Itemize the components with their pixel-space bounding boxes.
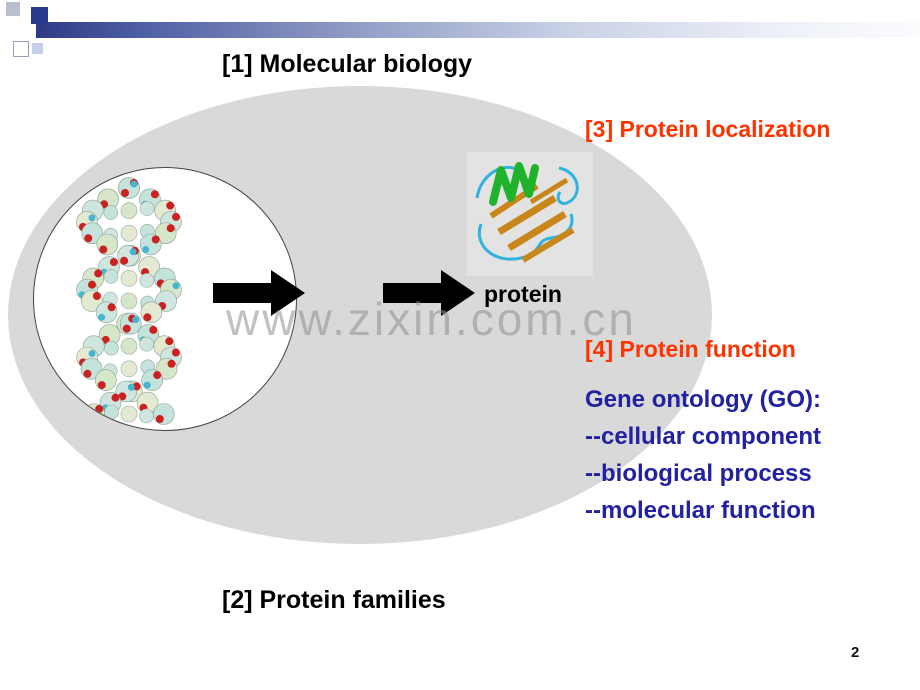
- label-protein-localization: [3] Protein localization: [585, 116, 831, 142]
- protein-structure-image: [467, 152, 593, 276]
- go-item-molecular: --molecular function: [585, 497, 816, 524]
- arrow-shaft: [383, 283, 441, 303]
- right-arrow-icon: [213, 270, 305, 316]
- gene-ontology-block: Gene ontology (GO): --cellular component…: [585, 381, 821, 529]
- arrow-head: [271, 270, 305, 316]
- go-item-biological: --biological process: [585, 460, 812, 487]
- label-protein-function: [4] Protein function: [585, 336, 796, 362]
- header-gradient-bar: [36, 22, 920, 38]
- header-square-outline: [13, 41, 29, 57]
- go-item-cellular: --cellular component: [585, 423, 822, 450]
- dna-double-helix-icon: [76, 177, 182, 425]
- header-square-lightblue: [32, 43, 43, 54]
- arrow-shaft: [213, 283, 271, 303]
- page-number: 2: [851, 644, 860, 661]
- protein-label: protein: [484, 281, 562, 307]
- header-square-navy: [31, 7, 48, 24]
- title-molecular-biology: [1] Molecular biology: [222, 50, 473, 78]
- gene-ontology-heading: Gene ontology (GO):: [585, 386, 821, 413]
- header-square-silver: [6, 2, 20, 16]
- protein-ribbon-icon: [467, 152, 593, 276]
- title-protein-families: [2] Protein families: [222, 586, 446, 614]
- right-arrow-icon: [383, 270, 475, 316]
- arrow-head: [441, 270, 475, 316]
